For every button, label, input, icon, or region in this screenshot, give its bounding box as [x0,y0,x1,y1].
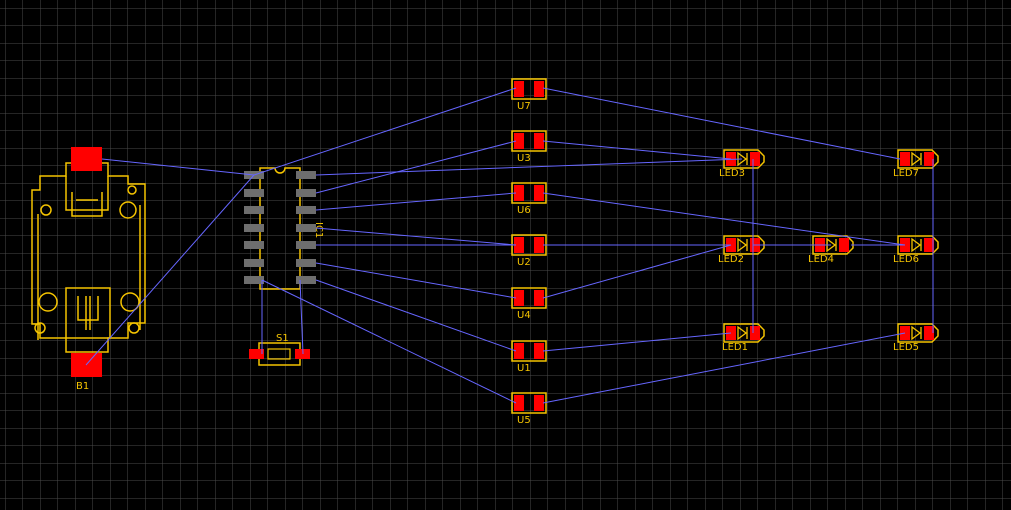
u7-label: U7 [517,101,531,112]
led-led7[interactable] [897,149,939,169]
u3-label: U3 [517,153,531,164]
led4-label: LED4 [808,254,834,265]
ic1-pads-right [296,171,316,284]
battery-holder-b1[interactable] [31,162,146,353]
led7-label: LED7 [893,168,919,179]
led3-label: LED3 [719,168,745,179]
u1-label: U1 [517,363,531,374]
ic1-label: IC1 [313,222,324,238]
led1-label: LED1 [722,342,748,353]
u6-label: U6 [517,205,531,216]
u2-label: U2 [517,257,531,268]
b1-pad-positive[interactable] [71,147,102,171]
led5-label: LED5 [893,342,919,353]
ratsnest-lines [85,87,934,404]
led2-label: LED2 [718,254,744,265]
led6-label: LED6 [893,254,919,265]
resistor-u4[interactable] [511,287,547,309]
resistor-u5[interactable] [511,392,547,414]
b1-label: B1 [76,381,89,392]
u4-label: U4 [517,310,531,321]
u5-label: U5 [517,415,531,426]
s1-label: S1 [276,333,289,344]
